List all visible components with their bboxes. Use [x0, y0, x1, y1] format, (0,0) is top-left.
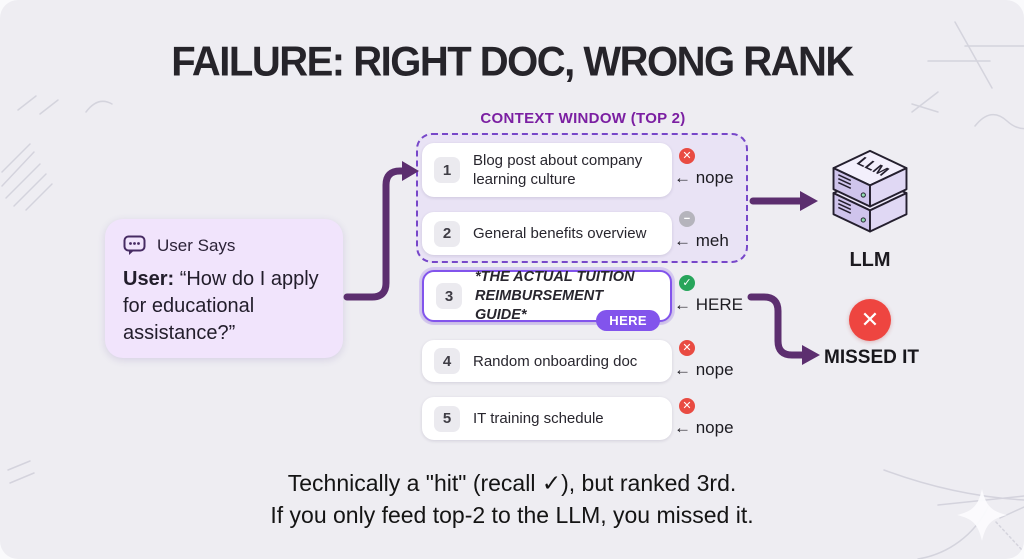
status-rank-1: ✕ ← nope — [674, 148, 764, 188]
verdict-text: ← nope — [674, 168, 734, 187]
status-rank-4: ✕ ← nope — [674, 340, 764, 380]
doc-title: IT training schedule — [473, 410, 604, 427]
llm-server-icon: LLM — [832, 149, 908, 233]
rank-badge: 5 — [434, 405, 460, 432]
status-rank-3: ✓ ← HERE — [674, 275, 764, 315]
user-says-box: User Says User: “How do I apply for educ… — [105, 219, 343, 358]
rank-badge: 1 — [434, 157, 460, 183]
user-quote: User: “How do I apply for educational as… — [123, 266, 325, 347]
verdict-text: ← meh — [674, 231, 729, 250]
rank-badge: 4 — [434, 348, 460, 374]
llm-label: LLM — [849, 249, 891, 271]
doc-card-rank-2: 2 General benefits overview — [422, 212, 672, 255]
missed-x-icon: ✕ — [849, 299, 891, 341]
caption-line-2: If you only feed top-2 to the LLM, you m… — [270, 502, 754, 528]
arrow-user-to-context — [343, 167, 406, 301]
check-icon: ✓ — [679, 275, 695, 291]
doc-title: General benefits overview — [473, 225, 647, 242]
speaker-label: User: — [123, 268, 175, 290]
rank-badge: 3 — [436, 283, 462, 309]
rank-badge: 2 — [434, 220, 460, 247]
user-says-header: User Says — [157, 236, 236, 255]
doc-card-rank-4: 4 Random onboarding doc — [422, 340, 672, 382]
caption: Technically a "hit" (recall ✓), but rank… — [0, 467, 1024, 531]
doc-card-rank-1: 1 Blog post about company learning cultu… — [422, 143, 672, 197]
reject-x-icon: ✕ — [679, 148, 695, 164]
verdict-text: ← HERE — [674, 295, 743, 314]
status-rank-2: − ← meh — [674, 211, 764, 251]
missed-it-node: ✕ MISSED IT — [824, 299, 920, 369]
verdict-text: ← nope — [674, 418, 734, 437]
here-badge: HERE — [596, 310, 660, 331]
doc-title: Random onboarding doc — [473, 352, 638, 370]
neutral-minus-icon: − — [679, 211, 695, 227]
missed-it-label: MISSED IT — [824, 347, 920, 368]
caption-line-1: Technically a "hit" (recall ✓), but rank… — [287, 470, 737, 496]
quote-text: “How do I apply for educational assistan… — [123, 268, 319, 344]
llm-node: LLM LLM — [822, 148, 918, 272]
page-title: FAILURE: RIGHT DOC, WRONG RANK — [171, 39, 854, 85]
chat-bubble-icon — [123, 235, 146, 255]
context-window-label: CONTEXT WINDOW (TOP 2) — [480, 110, 686, 127]
doc-title: Blog post about company learning culture — [473, 152, 643, 188]
arrowhead — [802, 345, 820, 365]
reject-x-icon: ✕ — [679, 340, 695, 356]
status-rank-5: ✕ ← nope — [674, 398, 764, 438]
verdict-text: ← nope — [674, 360, 734, 379]
doc-title: *THE ACTUAL TUITION REIMBURSEMENT GUIDE* — [475, 268, 635, 323]
reject-x-icon: ✕ — [679, 398, 695, 414]
arrowhead — [800, 191, 818, 211]
doc-card-rank-3-target: 3 *THE ACTUAL TUITION REIMBURSEMENT GUID… — [422, 268, 672, 331]
doc-card-rank-5: 5 IT training schedule — [422, 397, 672, 440]
